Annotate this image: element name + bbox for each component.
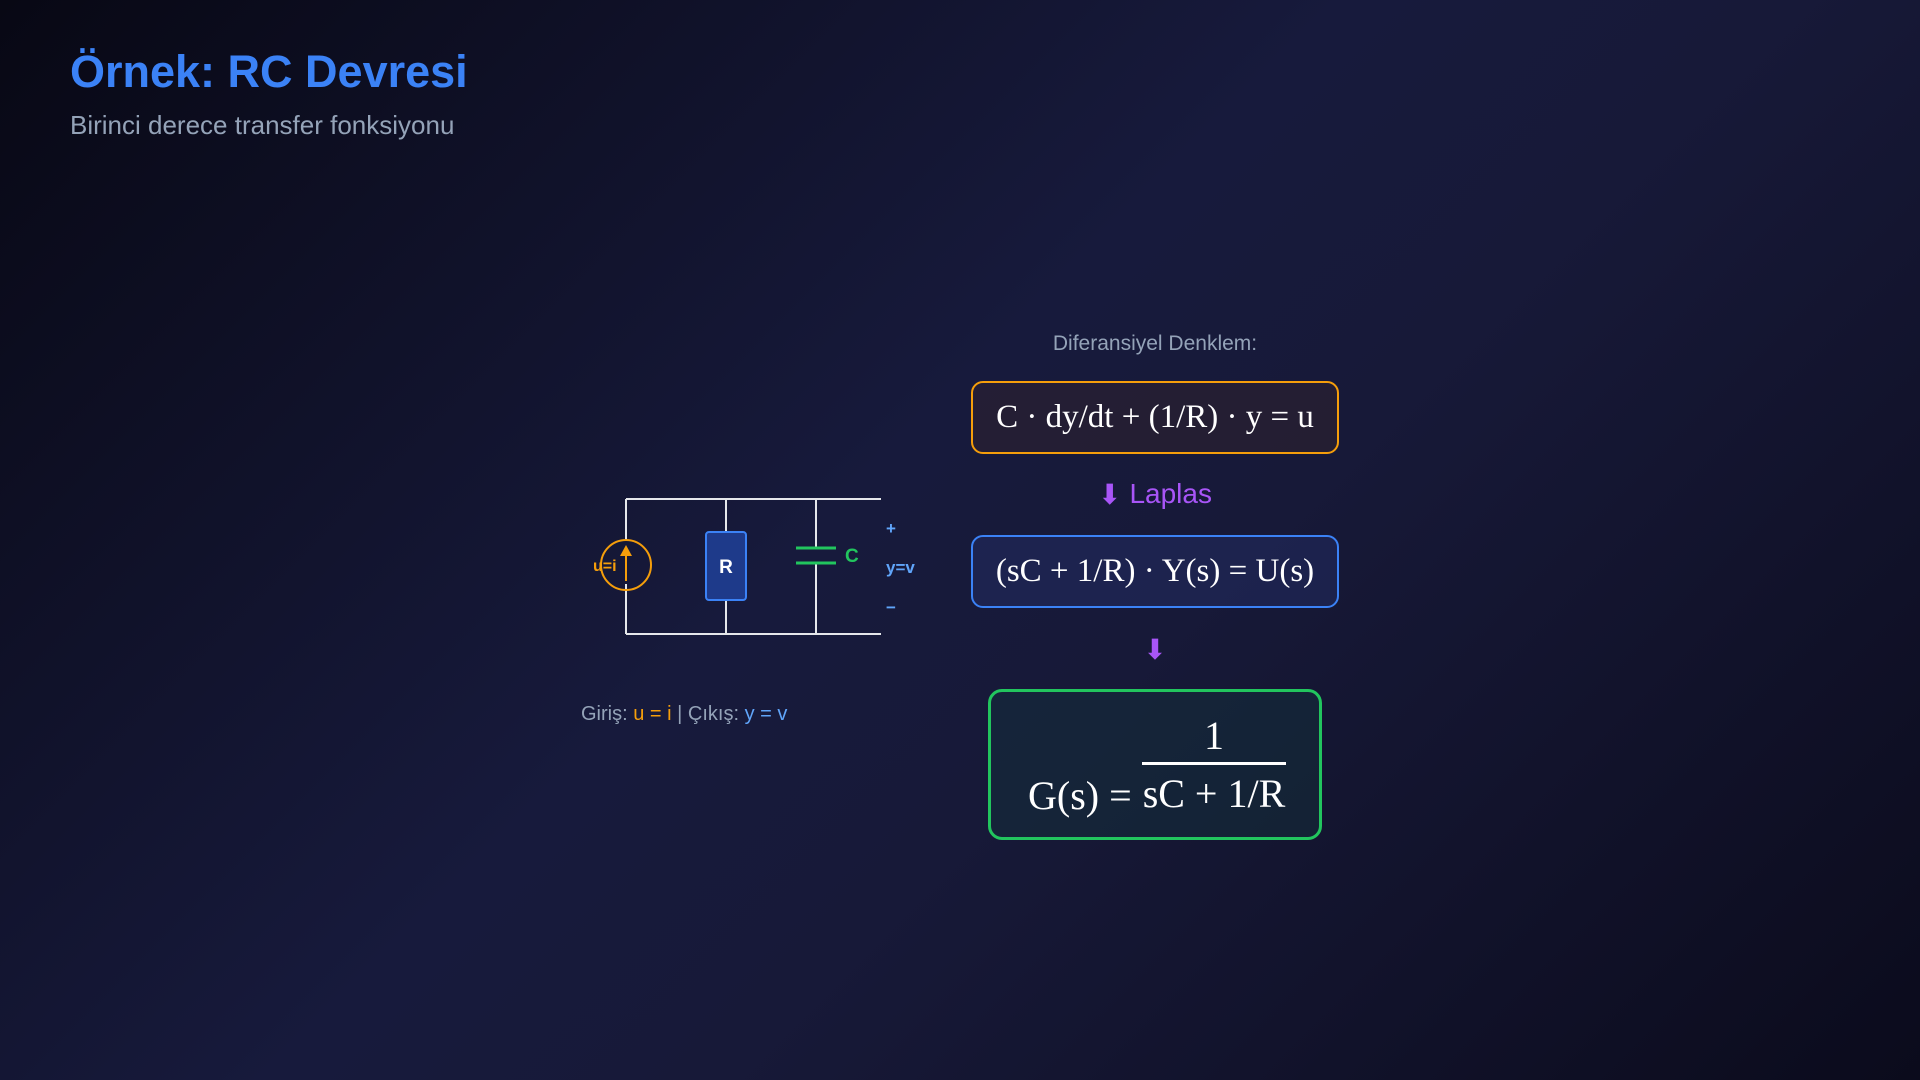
diff-equation: C · dy/dt + (1/R) · y = u <box>996 399 1314 435</box>
output-plus-label: + <box>886 519 896 538</box>
rc-circuit-diagram: u=i R C + y=v − <box>593 498 915 635</box>
laplace-equation-box: (sC + 1/R) · Y(s) = U(s) <box>971 535 1339 608</box>
diff-equation-box: C · dy/dt + (1/R) · y = u <box>971 381 1339 454</box>
diff-eq-label: Diferansiyel Denklem: <box>1052 332 1258 355</box>
laplace-step: ⬇ Laplas <box>971 476 1339 512</box>
current-arrow-head-icon <box>620 545 632 556</box>
fraction-bar <box>1142 762 1286 765</box>
output-label: y=v <box>886 558 915 577</box>
transfer-function-denominator: sC + 1/R <box>1142 771 1286 816</box>
transfer-step: ⬇ <box>971 631 1339 667</box>
slide-subtitle: Birinci derece transfer fonksiyonu <box>70 110 455 140</box>
slide-title: Örnek: RC Devresi <box>70 46 468 97</box>
capacitor-label: C <box>845 546 859 567</box>
resistor-label: R <box>719 557 733 578</box>
output-minus-label: − <box>886 598 896 617</box>
transfer-function-lhs: G(s) = <box>1028 773 1132 818</box>
input-prefix: Giriş: <box>581 703 634 725</box>
input-value: u = i <box>633 703 672 725</box>
transfer-function-numerator: 1 <box>1204 713 1224 758</box>
down-arrow-icon: ⬇ <box>1098 477 1122 511</box>
source-label: u=i <box>593 558 617 575</box>
io-caption: Giriş: u = i | Çıkış: y = v <box>581 703 787 726</box>
current-source-icon <box>600 539 652 591</box>
resistor-icon <box>705 531 747 601</box>
laplace-equation: (sC + 1/R) · Y(s) = U(s) <box>995 553 1315 589</box>
output-separator: | Çıkış: <box>671 703 745 725</box>
transfer-function-box: G(s) = 1 sC + 1/R <box>988 689 1322 840</box>
output-value: y = v <box>744 703 788 725</box>
down-arrow-icon: ⬇ <box>1143 632 1167 666</box>
laplace-label: Laplas <box>1129 478 1212 509</box>
transfer-function-fraction: 1 sC + 1/R <box>1142 712 1286 817</box>
